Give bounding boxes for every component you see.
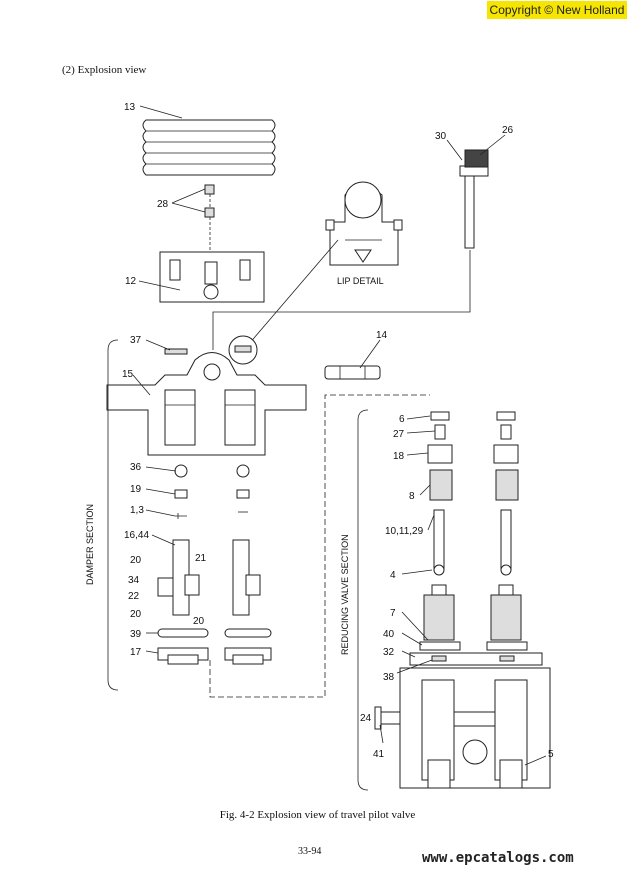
part-ball-36	[174, 464, 188, 478]
part-reducing-left	[419, 411, 461, 651]
part-reducing-right	[486, 411, 528, 651]
part-plate-12	[159, 251, 265, 303]
label-18: 18	[393, 451, 405, 462]
label-40: 40	[383, 629, 395, 640]
part-bolt-26	[459, 149, 489, 249]
part-spool-16-44	[157, 539, 261, 616]
part-17	[157, 647, 272, 665]
label-16-44: 16,44	[124, 530, 149, 541]
label-19: 19	[130, 484, 142, 495]
label-4: 4	[390, 570, 396, 581]
label-15: 15	[122, 369, 134, 380]
lip-detail-view	[325, 181, 403, 266]
figure-caption: Fig. 4-2 Explosion view of travel pilot …	[219, 809, 416, 821]
part-housing-5	[399, 667, 551, 789]
label-37: 37	[130, 335, 142, 346]
part-pin-37	[164, 348, 188, 355]
part-28-upper	[204, 184, 215, 195]
section-heading: (2) Explosion view	[62, 64, 147, 76]
part-14	[324, 365, 381, 380]
label-20-right: 20	[193, 616, 205, 627]
lip-detail-label: LIP DETAIL	[337, 276, 384, 286]
label-12: 12	[125, 276, 137, 287]
label-30: 30	[435, 131, 447, 142]
label-8: 8	[409, 491, 415, 502]
label-27: 27	[393, 429, 405, 440]
part-1-3	[175, 513, 187, 519]
part-bellows	[142, 119, 276, 176]
part-body-15	[106, 352, 307, 456]
label-14: 14	[376, 330, 388, 341]
label-22: 22	[128, 591, 140, 602]
reducing-section-label: REDUCING VALVE SECTION	[340, 534, 350, 655]
site-watermark: www.epcatalogs.com	[422, 850, 574, 866]
label-13: 13	[124, 102, 136, 113]
damper-section-label: DAMPER SECTION	[85, 504, 95, 585]
part-19	[174, 489, 188, 499]
part-28-lower	[204, 207, 215, 218]
label-28: 28	[157, 199, 169, 210]
label-24: 24	[360, 713, 372, 724]
label-26: 26	[502, 125, 514, 136]
label-32: 32	[383, 647, 395, 658]
label-17: 17	[130, 647, 142, 658]
part-ring-39	[157, 628, 209, 638]
label-10-11-29: 10,11,29	[385, 526, 424, 537]
label-34: 34	[128, 575, 140, 586]
part-screw-24	[379, 711, 401, 725]
label-6: 6	[399, 414, 405, 425]
label-7: 7	[390, 608, 396, 619]
label-21: 21	[195, 553, 207, 564]
label-36: 36	[130, 462, 142, 473]
page-number: 33-94	[298, 846, 322, 857]
label-20-left: 20	[130, 609, 142, 620]
label-39: 39	[130, 629, 142, 640]
copyright-banner: Copyright © New Holland	[487, 1, 627, 19]
label-41: 41	[373, 749, 385, 760]
part-plate-32	[409, 652, 543, 666]
label-1-3: 1,3	[130, 505, 144, 516]
label-5: 5	[548, 749, 554, 760]
label-20-top: 20	[130, 555, 142, 566]
label-38: 38	[383, 672, 395, 683]
